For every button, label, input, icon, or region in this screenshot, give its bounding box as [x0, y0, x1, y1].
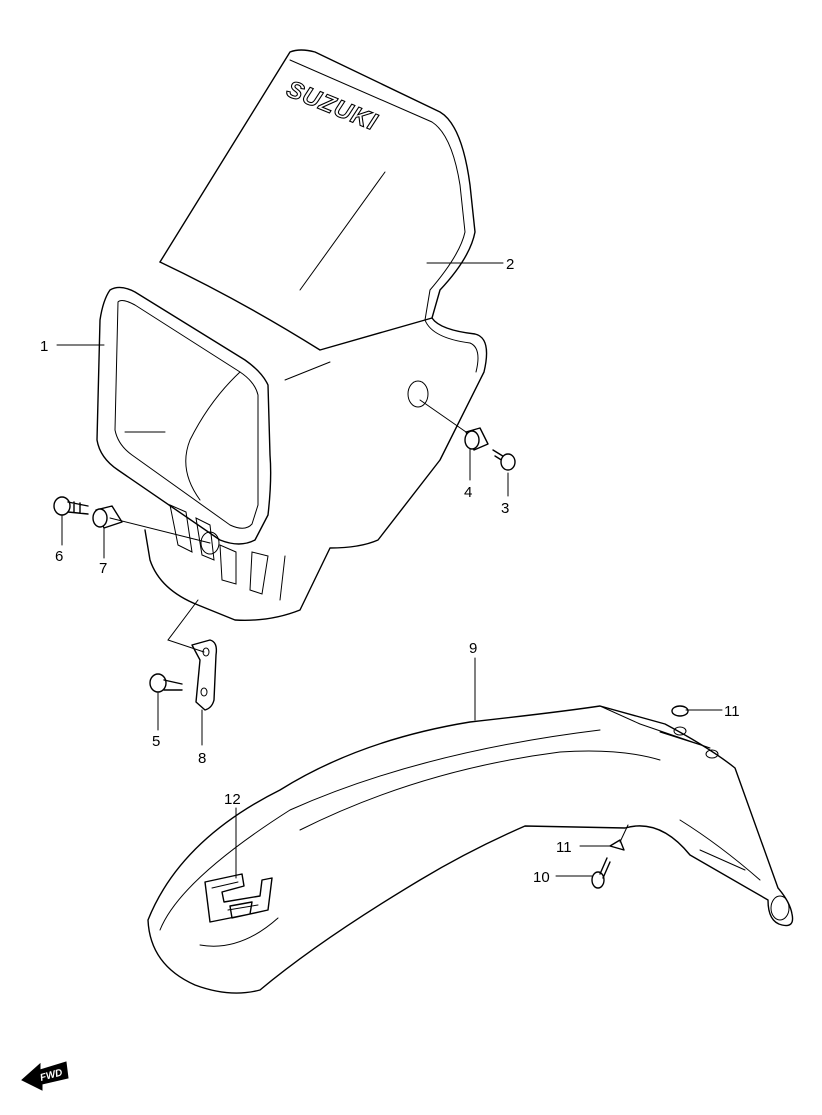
callout-1: 1 — [40, 338, 48, 355]
leader-lines — [56, 262, 723, 879]
screw-10 — [591, 857, 611, 889]
callout-9: 9 — [469, 640, 477, 657]
callout-labels: 1 2 3 4 5 6 7 8 9 10 11 11 12 — [40, 256, 740, 886]
callout-4: 4 — [464, 484, 472, 501]
callout-12: 12 — [224, 791, 241, 808]
callout-6: 6 — [55, 548, 63, 565]
callout-7: 7 — [99, 560, 107, 577]
collar-4 — [464, 427, 489, 451]
suzuki-emblem-decal — [204, 873, 273, 923]
screw-3 — [492, 449, 516, 471]
callout-3: 3 — [501, 500, 509, 517]
callout-11-lower: 11 — [556, 839, 572, 856]
screw-6 — [53, 496, 89, 516]
bracket-8 — [191, 639, 218, 711]
callout-10: 10 — [533, 869, 550, 886]
suzuki-logo-text: SUZUKI — [283, 76, 382, 137]
callout-5: 5 — [152, 733, 160, 750]
screw-5 — [149, 673, 183, 693]
callout-2: 2 — [506, 256, 514, 273]
headlight-cowl: SUZUKI — [96, 49, 488, 621]
fwd-arrow-icon: FWD — [21, 1061, 69, 1091]
front-fender — [147, 705, 794, 994]
callout-11-upper: 11 — [724, 703, 740, 720]
clip-nut-11-upper — [671, 705, 689, 717]
collar-7 — [92, 505, 123, 529]
clip-nut-11-lower — [609, 839, 625, 851]
callout-8: 8 — [198, 750, 206, 767]
